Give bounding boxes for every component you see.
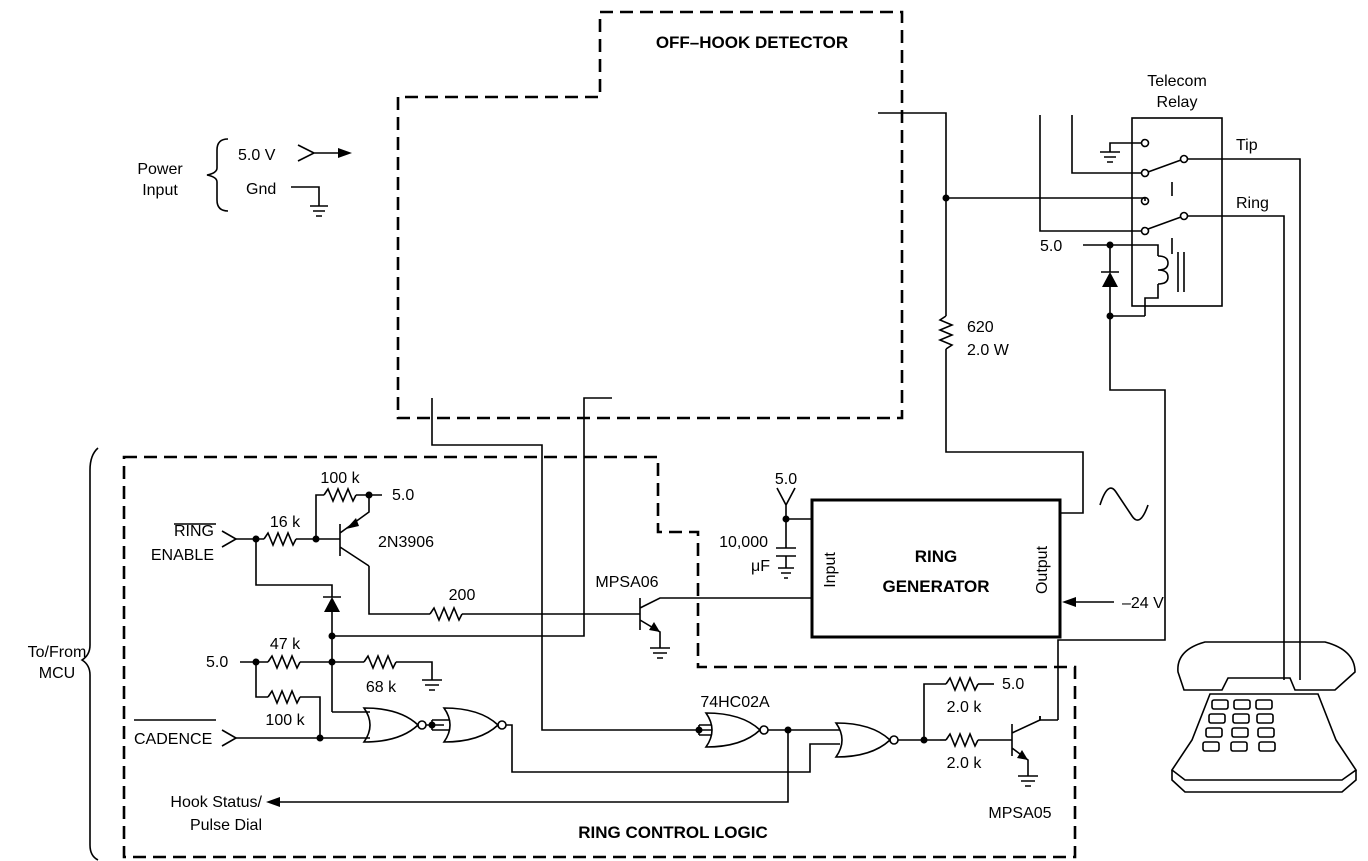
r620-value: 620: [967, 319, 994, 336]
q-mpsa05-label: MPSA05: [988, 805, 1051, 822]
ring-signal-label: RING: [174, 523, 214, 540]
neg24-label: –24 V: [1122, 595, 1164, 612]
ring-generator-output-label: Output: [1034, 545, 1051, 594]
relay-title-1: Telecom: [1147, 73, 1207, 90]
hook-status-label-1: Hook Status/: [170, 794, 262, 811]
ring-control-logic-label: RING CONTROL LOGIC: [578, 823, 768, 842]
pnp-2n3906-icon: [339, 495, 370, 567]
bias-network: 5.0 47 k 68 k 100 k CADENCE: [134, 636, 442, 748]
q-mpsa06-label: MPSA06: [595, 574, 658, 591]
mcu-brace: [80, 447, 99, 861]
nor-gate-1-icon: [362, 707, 420, 743]
relay-supply-label: 5.0: [1040, 238, 1062, 255]
r2k-top-label: 2.0 k: [947, 699, 983, 716]
ring-generator-label-2: GENERATOR: [882, 577, 989, 596]
mcu-side: To/From MCU: [28, 447, 99, 861]
cap-supply-label: 5.0: [775, 471, 797, 488]
ring-generator-label-1: RING: [915, 547, 958, 566]
ring-enable-input: RING ENABLE 16 k 100 k 5.0 2N3906 200 MP…: [151, 397, 812, 712]
capacitor-10000uf: 5.0 10,000 μF: [719, 471, 812, 579]
power-input-label-1: Power: [137, 161, 183, 178]
relay-title-2: Relay: [1157, 94, 1198, 111]
power-input: Power Input 5.0 V Gnd: [137, 138, 352, 217]
cap-value-label: 10,000: [719, 534, 768, 551]
ac-sine-icon: [1099, 487, 1149, 521]
supply-left-label: 5.0: [206, 654, 228, 671]
power-5v-label: 5.0 V: [238, 147, 276, 164]
hook-status-arrow-icon: [266, 797, 280, 807]
cadence-label: CADENCE: [134, 731, 212, 748]
ground-68k-icon: [422, 679, 442, 691]
nor-gate-74hc02a-icon: [704, 712, 762, 748]
r47k-label: 47 k: [270, 636, 301, 653]
supply-right-label: 5.0: [1002, 676, 1024, 693]
r2k-bottom-label: 2.0 k: [947, 755, 983, 772]
r68k-label: 68 k: [366, 679, 397, 696]
tip-label: Tip: [1236, 137, 1258, 154]
relay-body: [1131, 117, 1223, 307]
diode-icon: [324, 597, 340, 612]
ring-control-logic-block: RING CONTROL LOGIC: [122, 455, 1077, 859]
cap-unit-label: μF: [751, 558, 770, 575]
resistor-620: 620 2.0 W: [878, 112, 1146, 514]
telecom-relay: Telecom Relay 5.0: [1039, 73, 1301, 720]
neg24-arrow-icon: [1062, 597, 1076, 607]
q-2n3906-label: 2N3906: [378, 534, 434, 551]
relay-diode-icon: [1102, 272, 1118, 287]
power-input-label-2: Input: [142, 182, 178, 199]
r100k-top-label: 100 k: [320, 470, 360, 487]
power-brace: [206, 138, 229, 212]
enable-signal-label: ENABLE: [151, 547, 214, 564]
npn-mpsa05-icon: [1011, 716, 1041, 776]
ring-generator-input-label: Input: [822, 552, 839, 588]
hook-status-label-2: Pulse Dial: [190, 817, 262, 834]
npn-mpsa06-icon: [639, 597, 812, 648]
telephone-icon: [1170, 641, 1358, 793]
supply-top-label: 5.0: [392, 487, 414, 504]
gate-74hc02a-label: 74HC02A: [700, 694, 770, 711]
mcu-label-2: MCU: [39, 665, 75, 682]
nor-gate-4-icon: [834, 722, 892, 758]
logic-gates: 74HC02A Hook Status/ Pulse Dial: [170, 398, 940, 834]
power-arrow-icon: [338, 148, 352, 158]
relay-ground-icon: [1100, 142, 1141, 163]
ring-generator-box: [810, 498, 1062, 639]
power-gnd-label: Gnd: [246, 181, 276, 198]
nor-gate-2-icon: [442, 707, 500, 743]
ring-label: Ring: [1236, 195, 1269, 212]
r620-rating: 2.0 W: [967, 342, 1010, 359]
off-hook-detector-block: OFF–HOOK DETECTOR: [396, 10, 904, 420]
ground-icon: [291, 186, 328, 217]
mcu-label-1: To/From: [28, 644, 87, 661]
ground-mpsa05-icon: [1018, 775, 1038, 787]
off-hook-detector-label: OFF–HOOK DETECTOR: [656, 33, 848, 52]
r200-label: 200: [449, 587, 476, 604]
r100k-bottom-label: 100 k: [265, 712, 305, 729]
r16k-label: 16 k: [270, 514, 301, 531]
ring-generator: RING GENERATOR Input Output –24 V: [810, 487, 1164, 639]
output-stage: 5.0 2.0 k 2.0 k MPSA05: [923, 675, 1058, 822]
